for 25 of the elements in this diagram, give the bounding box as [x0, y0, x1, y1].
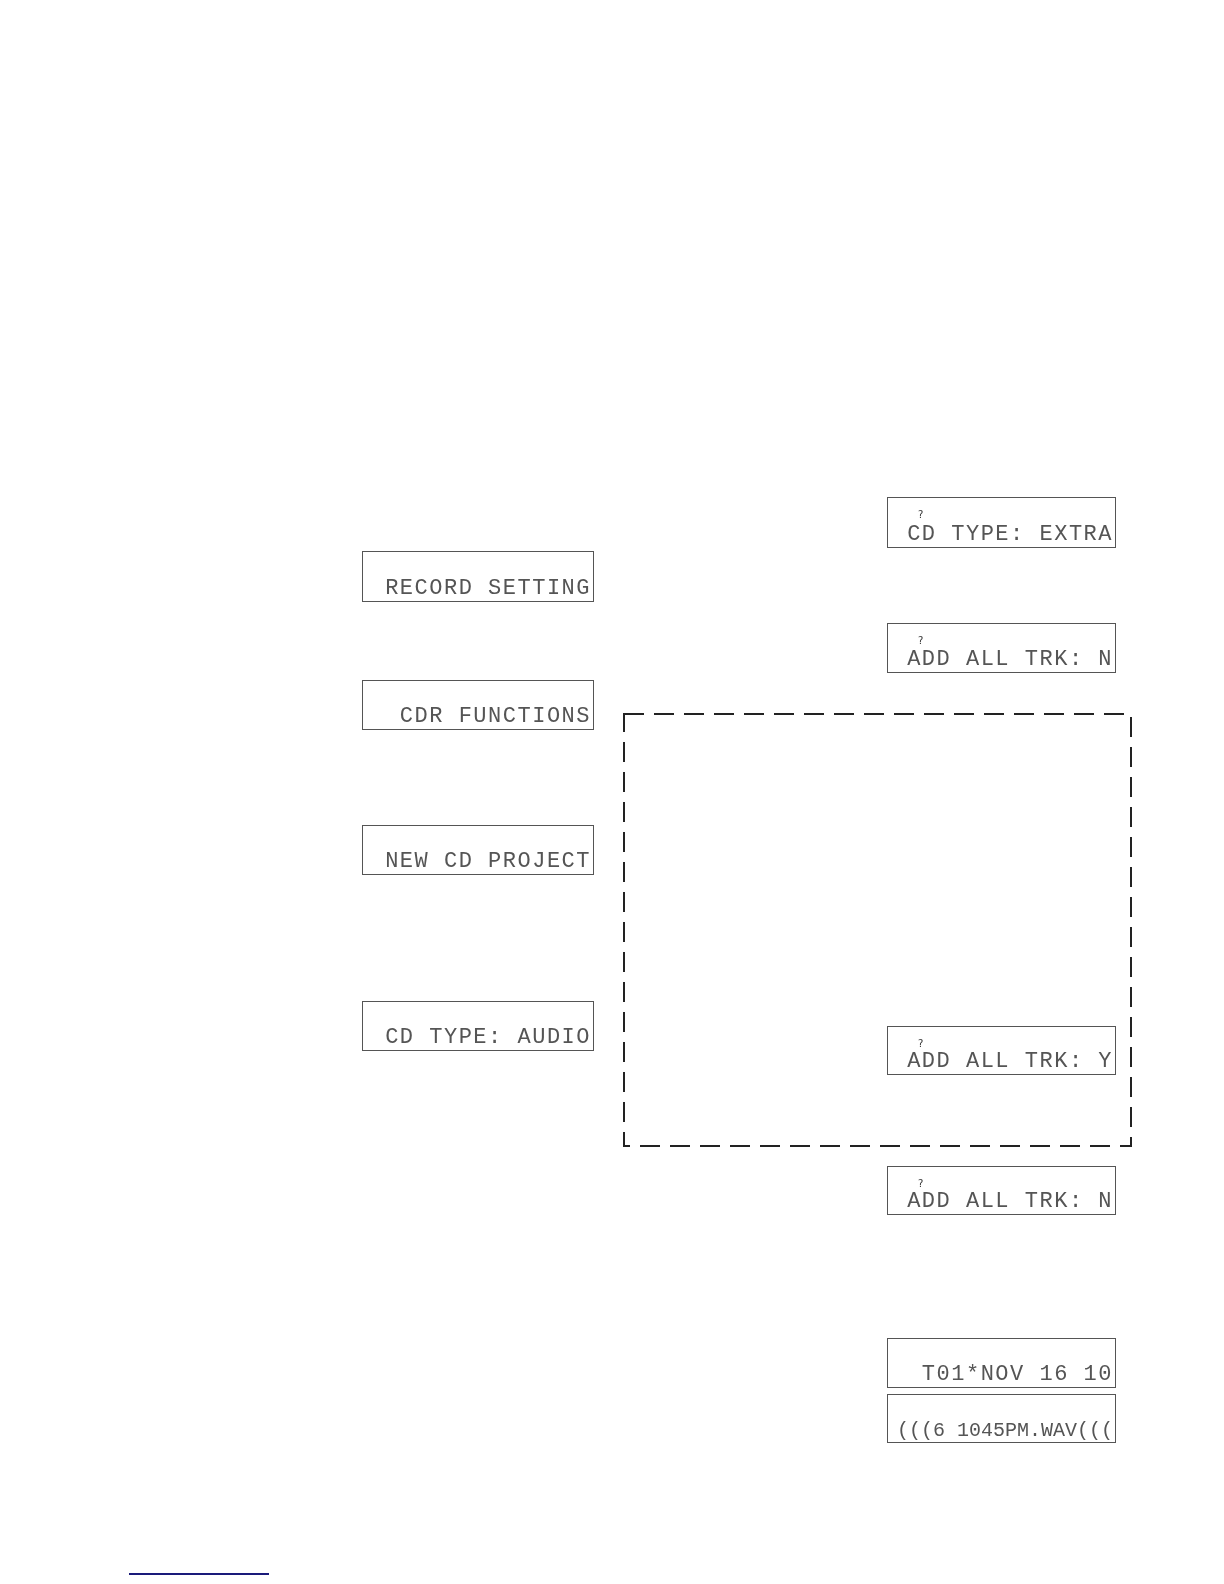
display-text: ADD ALL TRK: N	[907, 649, 1113, 671]
lcd-display	[887, 497, 1116, 548]
display-text: NEW CD PROJECT	[385, 851, 591, 873]
cursor-mark: ?	[918, 636, 924, 646]
display-text: ADD ALL TRK: N	[907, 1191, 1113, 1213]
display-text: CD TYPE: AUDIO	[385, 1027, 591, 1049]
lcd-display	[362, 1001, 594, 1051]
lcd-display	[887, 623, 1116, 673]
lcd-display	[362, 551, 594, 602]
dashed-group-frame	[623, 713, 1132, 1147]
cursor-mark: ?	[918, 510, 924, 520]
display-text: ADD ALL TRK: Y	[907, 1051, 1113, 1073]
lcd-display	[887, 1338, 1116, 1388]
display-text: (((6 1045PM.WAV(((	[896, 1421, 1113, 1441]
lcd-display	[362, 680, 594, 730]
cursor-mark: ?	[918, 1039, 924, 1049]
display-text: CD TYPE: EXTRA	[907, 524, 1113, 546]
lcd-display	[887, 1394, 1116, 1443]
lcd-display	[887, 1026, 1116, 1075]
lcd-display	[887, 1166, 1116, 1215]
display-text: CDR FUNCTIONS	[399, 706, 591, 728]
cursor-mark: ?	[918, 1179, 924, 1189]
display-text: T01*NOV 16 10	[921, 1364, 1113, 1386]
display-text: RECORD SETTING	[385, 578, 591, 600]
lcd-display	[362, 825, 594, 875]
